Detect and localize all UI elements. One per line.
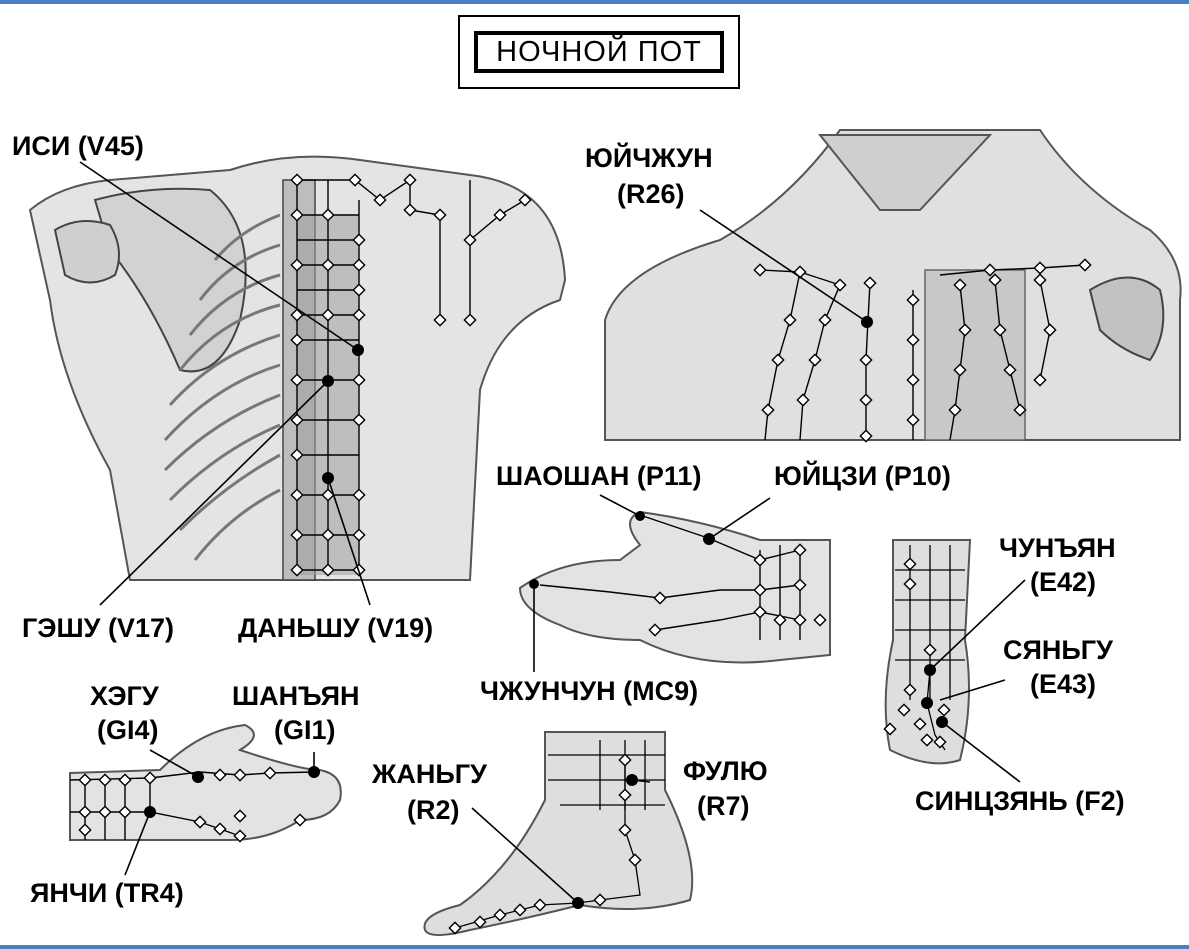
label-zhangu: ЖАНЬГУ <box>372 758 487 790</box>
label-chzhunchun: ЧЖУНЧУН (MC9) <box>480 675 698 707</box>
label-xegu-code: (GI4) <box>97 714 159 746</box>
label-syangu: СЯНЬГУ <box>1003 634 1113 666</box>
label-zhangu-code: (R2) <box>407 794 460 826</box>
back-illustration <box>30 157 565 605</box>
sternum-ribs <box>925 270 1025 440</box>
label-shaoshan: ШАОШАН (P11) <box>496 460 701 492</box>
palm-illustration <box>520 495 830 672</box>
label-yanchi: ЯНЧИ (TR4) <box>30 877 184 909</box>
label-shanyan: ШАНЪЯН <box>232 680 360 712</box>
label-fulyu: ФУЛЮ <box>683 755 768 787</box>
label-yuitszi: ЮЙЦЗИ (P10) <box>774 460 951 492</box>
label-chunyan-code: (E42) <box>1030 566 1096 598</box>
shoulder-head <box>55 221 119 283</box>
hand-back-illustration <box>70 725 341 875</box>
label-syangu-code: (E43) <box>1030 668 1096 700</box>
point-syangu <box>921 697 933 709</box>
label-yuichzhun-code: (R26) <box>617 178 685 210</box>
label-geshu: ГЭШУ (V17) <box>22 612 174 644</box>
label-shanyan-code: (GI1) <box>274 714 336 746</box>
label-danshu: ДАНЬШУ (V19) <box>238 612 433 644</box>
label-xegu: ХЭГУ <box>90 680 159 712</box>
label-isi: ИСИ (V45) <box>12 130 144 162</box>
label-fulyu-code: (R7) <box>697 790 750 822</box>
label-yuichzhun: ЮЙЧЖУН <box>585 142 713 174</box>
label-chunyan: ЧУНЪЯН <box>999 532 1116 564</box>
chest-illustration <box>605 130 1181 442</box>
label-sintszyan: СИНЦЗЯНЬ (F2) <box>915 785 1125 817</box>
